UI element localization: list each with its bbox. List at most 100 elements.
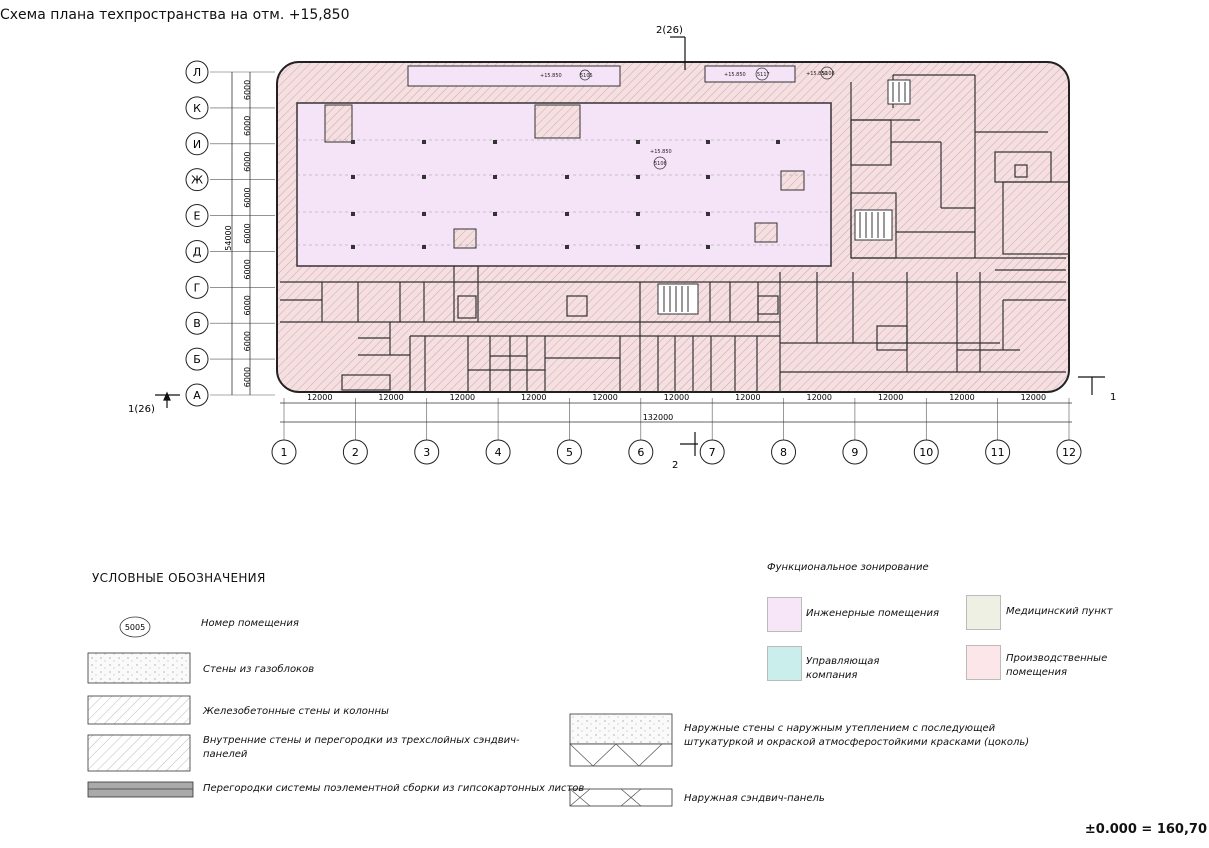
column-axis-bubble <box>842 439 868 465</box>
column-axis-label: 1 <box>281 446 288 459</box>
zone-label-management-line1: Управляющая <box>806 656 880 667</box>
section-mark-right: 1 <box>1110 392 1116 403</box>
legend-outer-insulated: Наружные стены с наружным утеплением с п… <box>684 722 1029 750</box>
elevation-note: ±0.000 = 160,70 <box>1084 822 1207 837</box>
floor-plan: +15.850 5105 +15.850 5106 +15.850 5117 +… <box>128 25 1116 471</box>
column-axis-bubble <box>1056 439 1082 465</box>
column-axis-bubble <box>485 439 511 465</box>
column-axis-bubble <box>414 439 440 465</box>
column-axis-bubble <box>699 439 725 465</box>
row-dim-label: 6000 <box>243 259 252 279</box>
zoning-title: Функциональное зонирование <box>767 562 929 573</box>
row-axis-bubble <box>185 132 209 156</box>
zone-swatch-management <box>767 646 802 681</box>
zone-swatch-production <box>966 645 1001 680</box>
row-axis-label: Д <box>193 245 202 258</box>
row-axis-bubble <box>185 311 209 335</box>
column-dim-label: 12000 <box>664 393 689 402</box>
column-dim-label: 12000 <box>949 393 974 402</box>
column-axis-label: 12 <box>1062 446 1076 459</box>
row-axes: ЛКИЖЕДГВБА600060006000600060006000600060… <box>185 60 275 407</box>
row-axis-label: И <box>193 138 201 151</box>
column-axis-label: 4 <box>495 446 502 459</box>
room-number-sample: 5005 <box>125 623 145 632</box>
page-title: Схема плана техпространства на отм. +15,… <box>0 7 350 23</box>
row-axis-bubble <box>185 347 209 371</box>
zone-label-management: Управляющая компания <box>806 655 879 683</box>
legend-gypsum: Перегородки системы поэлементной сборки … <box>203 783 585 794</box>
plan-elev-b: +15.850 <box>650 149 672 155</box>
column-axis-bubble <box>628 439 654 465</box>
row-axis-label: Л <box>193 66 201 79</box>
row-dim-label: 6000 <box>243 187 252 207</box>
row-axis-label: В <box>193 317 201 330</box>
row-dim-label: 6000 <box>243 80 252 100</box>
column-axis-bubble <box>771 439 797 465</box>
column-axis-bubble <box>913 439 939 465</box>
room-walls <box>280 266 1066 392</box>
row-axis-label: Е <box>194 210 201 223</box>
row-dim-label: 6000 <box>243 331 252 351</box>
row-dim-label: 6000 <box>243 223 252 243</box>
column-dim-label: 12000 <box>878 393 903 402</box>
column-axis-label: 2 <box>352 446 359 459</box>
legend-title: УСЛОВНЫЕ ОБОЗНАЧЕНИЯ <box>92 571 266 585</box>
column-axis-label: 7 <box>709 446 716 459</box>
legend-outer-insulated-line2: штукатуркой и окраской атмосферостойкими… <box>684 737 1030 748</box>
plan-elev-a: +15.850 <box>540 73 562 79</box>
plan-elev-c: +15.850 <box>724 72 746 78</box>
legend-outer-insulated-line1: Наружные стены с наружным утеплением с п… <box>684 723 996 734</box>
legend-aerated-walls: Стены из газоблоков <box>203 664 315 675</box>
section-mark-top: 2(26) <box>656 25 683 36</box>
row-axis-bubble <box>185 383 209 407</box>
plan-room-d: 5108 <box>822 71 835 77</box>
row-axis-bubble <box>185 275 209 299</box>
zone-label-medical: Медицинский пункт <box>1006 606 1113 617</box>
plan-elev-d: +15.850 <box>806 71 828 77</box>
column-axis-bubble <box>342 439 368 465</box>
column-axis-label: 8 <box>780 446 787 459</box>
row-axis-label: Г <box>194 281 201 294</box>
legend-room-number: Номер помещения <box>201 618 299 629</box>
column-axis-bubble <box>271 439 297 465</box>
column-axis-label: 6 <box>637 446 644 459</box>
column-dim-label: 12000 <box>450 393 475 402</box>
row-axis-bubble <box>185 168 209 192</box>
row-dim-label: 6000 <box>243 116 252 136</box>
row-dim-label: 6000 <box>243 367 252 387</box>
row-axis-label: К <box>193 102 201 115</box>
section-mark-bottom: 2 <box>672 460 678 471</box>
legend-sandwich-inner-line2: панелей <box>203 749 248 760</box>
zone-swatch-medical <box>966 595 1001 630</box>
column-axis-label: 5 <box>566 446 573 459</box>
row-axis-bubble <box>185 60 209 84</box>
zone-label-engineering: Инженерные помещения <box>806 608 939 619</box>
row-axis-bubble <box>185 96 209 120</box>
column-dim-label: 12000 <box>807 393 832 402</box>
column-dim-label: 12000 <box>307 393 332 402</box>
legend-sandwich-inner-line1: Внутренние стены и перегородки из трехсл… <box>203 735 520 746</box>
row-axis-label: А <box>193 389 201 402</box>
row-axis-bubble <box>185 239 209 263</box>
legend-symbols: 5005 <box>87 616 673 807</box>
col-total-dim: 132000 <box>643 413 674 422</box>
column-axis-label: 3 <box>423 446 430 459</box>
zone-label-production-line2: помещения <box>1006 667 1067 678</box>
column-dim-label: 12000 <box>735 393 760 402</box>
plan-room-c: 5117 <box>757 72 770 78</box>
zone-label-production: Производственные помещения <box>1006 652 1107 680</box>
row-axis-label: Ж <box>191 174 203 187</box>
row-total-dim: 54000 <box>224 225 233 250</box>
section-mark-left: 1(26) <box>128 404 155 415</box>
column-axis-label: 11 <box>991 446 1005 459</box>
legend-sandwich-inner: Внутренние стены и перегородки из трехсл… <box>203 734 520 762</box>
column-dim-label: 12000 <box>1021 393 1046 402</box>
column-axis-bubble <box>985 439 1011 465</box>
zone-swatch-engineering <box>767 597 802 632</box>
zone-label-production-line1: Производственные <box>1006 653 1108 664</box>
column-axis-label: 9 <box>851 446 858 459</box>
plan-room-a: 5105 <box>580 73 593 79</box>
column-axis-bubble <box>556 439 582 465</box>
row-dim-label: 6000 <box>243 295 252 315</box>
